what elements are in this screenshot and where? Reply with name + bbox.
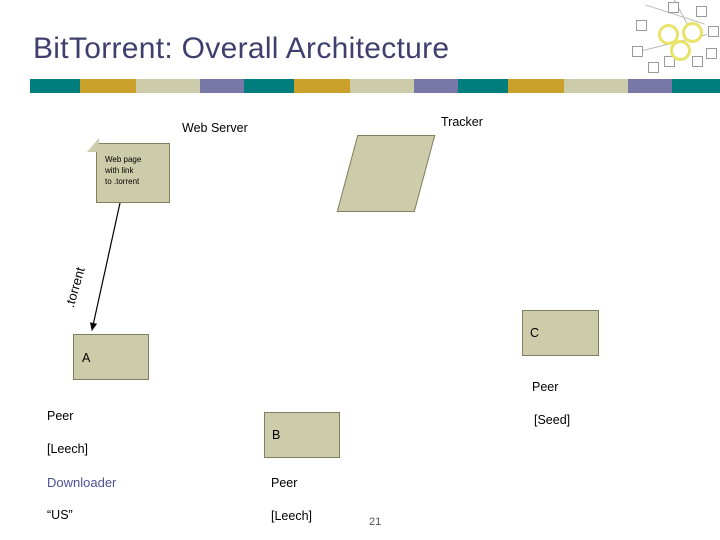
cluster-ring [682, 22, 703, 43]
strip-segment [628, 79, 672, 93]
callout-tail [87, 138, 99, 152]
strip-segment [200, 79, 244, 93]
peer-b-label: B [272, 428, 281, 442]
web-page-callout: Web page with link to .torrent [86, 137, 170, 203]
cluster-node [692, 56, 703, 67]
decorative-color-strip [30, 79, 720, 93]
peer-a-shape [73, 334, 149, 380]
strip-segment [672, 79, 720, 93]
peer-right-role: [Seed] [534, 413, 571, 427]
strip-segment [136, 79, 200, 93]
peer-a-label: A [82, 351, 91, 365]
downloader-label: Downloader [47, 475, 117, 490]
peer-c-label: C [530, 326, 540, 340]
callout-line-2: with link [105, 166, 134, 175]
peer-right-title: Peer [532, 380, 559, 394]
callout-text: Web page with link to .torrent [105, 154, 141, 187]
tracker-label: Tracker [441, 115, 483, 129]
peer-c-shape [522, 310, 599, 356]
cluster-node [708, 26, 719, 37]
page-number: 21 [369, 516, 382, 528]
cluster-node [632, 46, 643, 57]
strip-segment [244, 79, 294, 93]
callout-line-1: Web page [105, 155, 142, 164]
strip-segment [80, 79, 136, 93]
cluster-node [664, 56, 675, 67]
cluster-node [636, 20, 647, 31]
strip-segment [414, 79, 458, 93]
us-label: “US” [47, 508, 73, 522]
cluster-ring [670, 40, 691, 61]
callout-line-3: to .torrent [105, 177, 140, 186]
peer-left-title: Peer [47, 409, 74, 423]
peer-left-role: [Leech] [47, 442, 89, 456]
strip-segment [294, 79, 350, 93]
strip-segment [508, 79, 564, 93]
strip-segment [350, 79, 414, 93]
peer-middle-role: [Leech] [271, 509, 313, 523]
cluster-node [668, 2, 679, 13]
peer-b-shape [264, 412, 340, 458]
strip-segment [564, 79, 628, 93]
torrent-file-label: .torrent [62, 265, 88, 310]
strip-segment [30, 79, 80, 93]
strip-segment [458, 79, 508, 93]
cluster-node [648, 62, 659, 73]
web-server-label: Web Server [182, 121, 248, 135]
page-title: BitTorrent: Overall Architecture [33, 32, 450, 65]
cluster-node [696, 6, 707, 17]
network-cluster-decoration [630, 0, 720, 80]
cluster-ring [658, 24, 679, 45]
peer-middle-title: Peer [271, 476, 298, 490]
cluster-node [706, 48, 717, 59]
tracker-shape [336, 135, 436, 212]
